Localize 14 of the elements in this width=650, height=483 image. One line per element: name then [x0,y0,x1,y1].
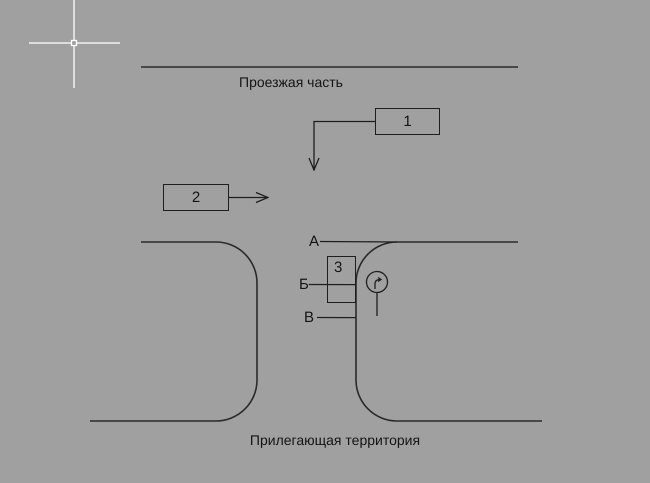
arrow [229,192,269,204]
point-label: Б [299,277,309,292]
road-label: Проезжая часть [239,75,343,89]
leader-line [308,284,356,286]
numbered-box: 2 [163,184,229,211]
area-label: Прилегающая территория [250,433,420,447]
leader-line [320,240,397,243]
point-label: В [304,310,314,325]
curb-line [355,241,542,422]
leader-line [317,316,356,318]
numbered-box: 3 [327,256,356,303]
point-label: А [309,234,320,249]
numbered-box: 1 [375,108,440,135]
arrow [308,120,375,171]
